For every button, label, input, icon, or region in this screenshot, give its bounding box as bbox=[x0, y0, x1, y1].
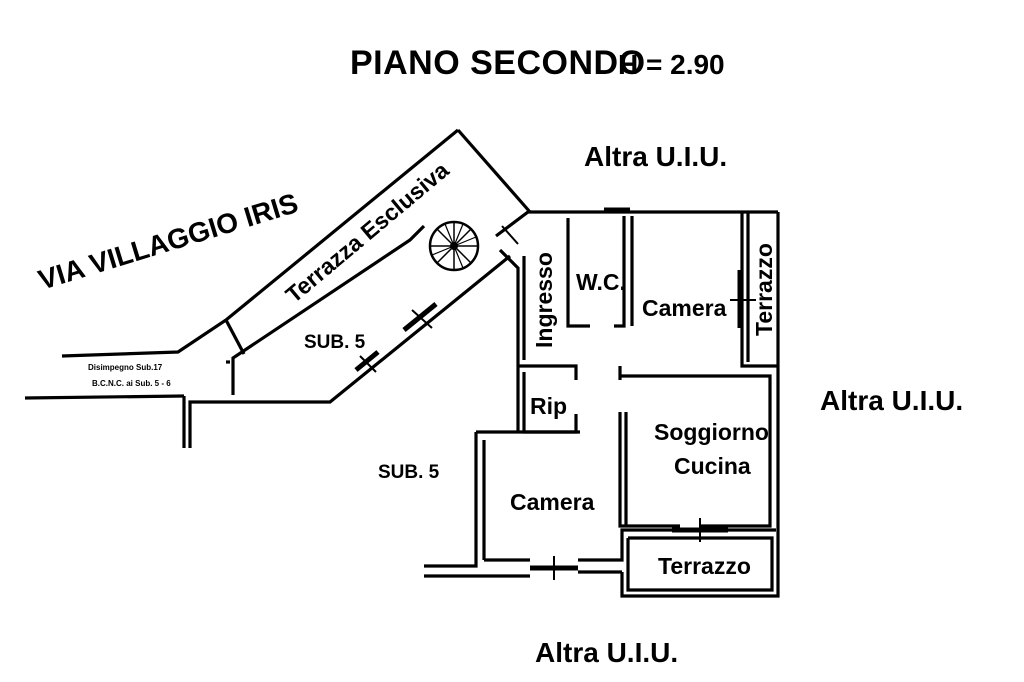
floor-title: PIANO SECONDO bbox=[350, 44, 646, 82]
street-label: VIA VILLAGGIO IRIS bbox=[35, 187, 302, 295]
unit-walls bbox=[424, 212, 780, 598]
diagonal-windows bbox=[354, 225, 519, 373]
spiral-staircase-icon bbox=[428, 220, 480, 272]
landing-label-line2: B.C.N.C. ai Sub. 5 - 6 bbox=[92, 379, 171, 388]
room-rip: Rip bbox=[530, 393, 567, 419]
room-ingresso: Ingresso bbox=[531, 252, 557, 348]
room-terrazzo-right: Terrazzo bbox=[751, 243, 777, 336]
neighbor-right-label: Altra U.I.U. bbox=[820, 385, 963, 416]
neighbor-top-label: Altra U.I.U. bbox=[584, 141, 727, 172]
room-soggiorno: Soggiorno bbox=[654, 419, 769, 445]
sub-lower-label: SUB. 5 bbox=[378, 462, 440, 483]
neighbor-bottom-label: Altra U.I.U. bbox=[535, 637, 678, 668]
terrace-exclusive-label: Terrazza Esclusiva bbox=[281, 157, 454, 308]
room-terrazzo-bottom: Terrazzo bbox=[658, 553, 751, 579]
room-camera-lower: Camera bbox=[510, 489, 595, 515]
room-cucina: Cucina bbox=[674, 453, 751, 479]
room-wc: W.C. bbox=[576, 269, 626, 295]
street-outline bbox=[24, 128, 778, 448]
openings bbox=[530, 207, 756, 580]
landing-label-line1: Disimpegno Sub.17 bbox=[88, 363, 163, 372]
floor-height: H = 2.90 bbox=[618, 49, 725, 80]
sub-upper-label: SUB. 5 bbox=[304, 332, 366, 353]
room-camera-upper: Camera bbox=[642, 295, 727, 321]
